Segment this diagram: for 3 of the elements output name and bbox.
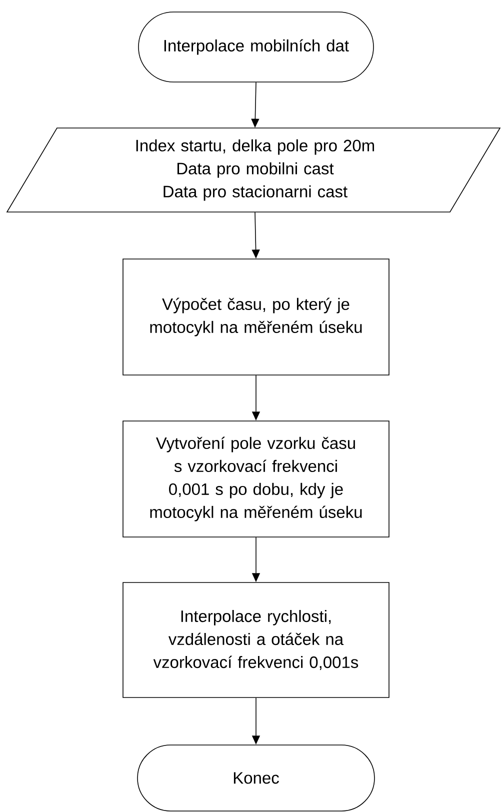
process-box: Vytvoření pole vzorku času s vzorkovací frekvenci 0,001 s po dobu, kdy je motocykl na měřeném úseku (122, 420, 390, 538)
process-box: Interpolace rychlosti, vzdálenosti a otáček na vzorkovací frekvenci 0,001s (122, 582, 390, 698)
process-box: Výpočet času, po který je motocykl na měřeném úseku (122, 258, 390, 376)
